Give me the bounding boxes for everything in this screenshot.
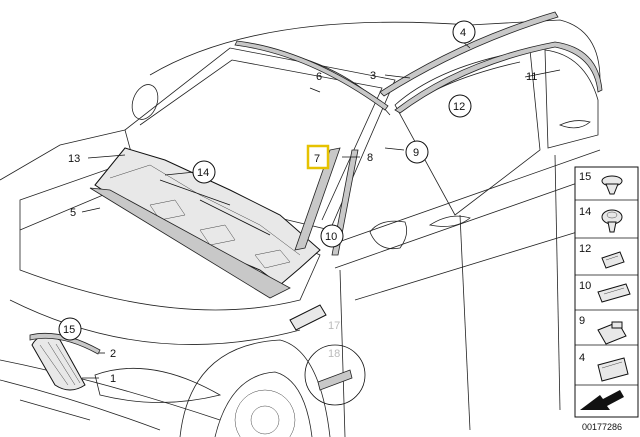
callout-1[interactable]: 1 (110, 373, 116, 385)
callout-18[interactable]: 18 (328, 348, 340, 360)
cowl-panel-part (89, 147, 321, 299)
callout-9[interactable]: 9 (413, 147, 419, 159)
legend-label-3[interactable]: 10 (579, 280, 591, 292)
callout-3[interactable]: 3 (370, 70, 376, 82)
leader-lines (81, 41, 561, 379)
wiper-part (159, 171, 271, 236)
callout-17[interactable]: 17 (328, 320, 340, 332)
callout-4[interactable]: 4 (460, 27, 466, 39)
parts-legend: 15 14 12 10 9 4 (574, 166, 639, 418)
roof-strip-part (234, 40, 389, 111)
callout-8[interactable]: 8 (367, 152, 373, 164)
callout-15[interactable]: 15 (63, 324, 75, 336)
callout-7[interactable]: 7 (314, 153, 320, 165)
side-repeater-part (289, 304, 366, 406)
callout-2[interactable]: 2 (110, 348, 116, 360)
legend-label-1[interactable]: 14 (579, 206, 591, 218)
callout-6[interactable]: 6 (316, 71, 322, 83)
mount-clip-icon (597, 321, 627, 345)
callout-10[interactable]: 10 (325, 231, 337, 243)
bumper-stop-icon (597, 357, 629, 382)
callout-11[interactable]: 11 (526, 71, 537, 83)
a-pillar-trim-part (294, 147, 341, 251)
legend-label-0[interactable]: 15 (579, 171, 591, 183)
legend-label-2[interactable]: 12 (579, 243, 591, 255)
diagram-reference-number: 00177286 (582, 422, 622, 432)
legend-label-5[interactable]: 4 (579, 352, 585, 364)
legend-label-4[interactable]: 9 (579, 315, 585, 327)
reference-arrow-icon (580, 390, 624, 410)
callout-14[interactable]: 14 (197, 167, 209, 179)
callout-labels: 13 5 14 6 3 4 11 12 7 8 9 10 15 2 1 17 1… (58, 20, 537, 385)
callout-5[interactable]: 5 (70, 207, 76, 219)
retainer-icon (601, 251, 625, 269)
car-outline (0, 19, 601, 437)
bracket-icon (597, 283, 631, 303)
clip-icon (601, 175, 623, 195)
roof-moulding-part (379, 11, 559, 97)
callout-7-highlight (306, 144, 330, 170)
callout-13[interactable]: 13 (68, 153, 80, 165)
callout-12[interactable]: 12 (453, 101, 465, 113)
door-frame-part (394, 41, 603, 114)
grommet-icon (601, 209, 623, 233)
